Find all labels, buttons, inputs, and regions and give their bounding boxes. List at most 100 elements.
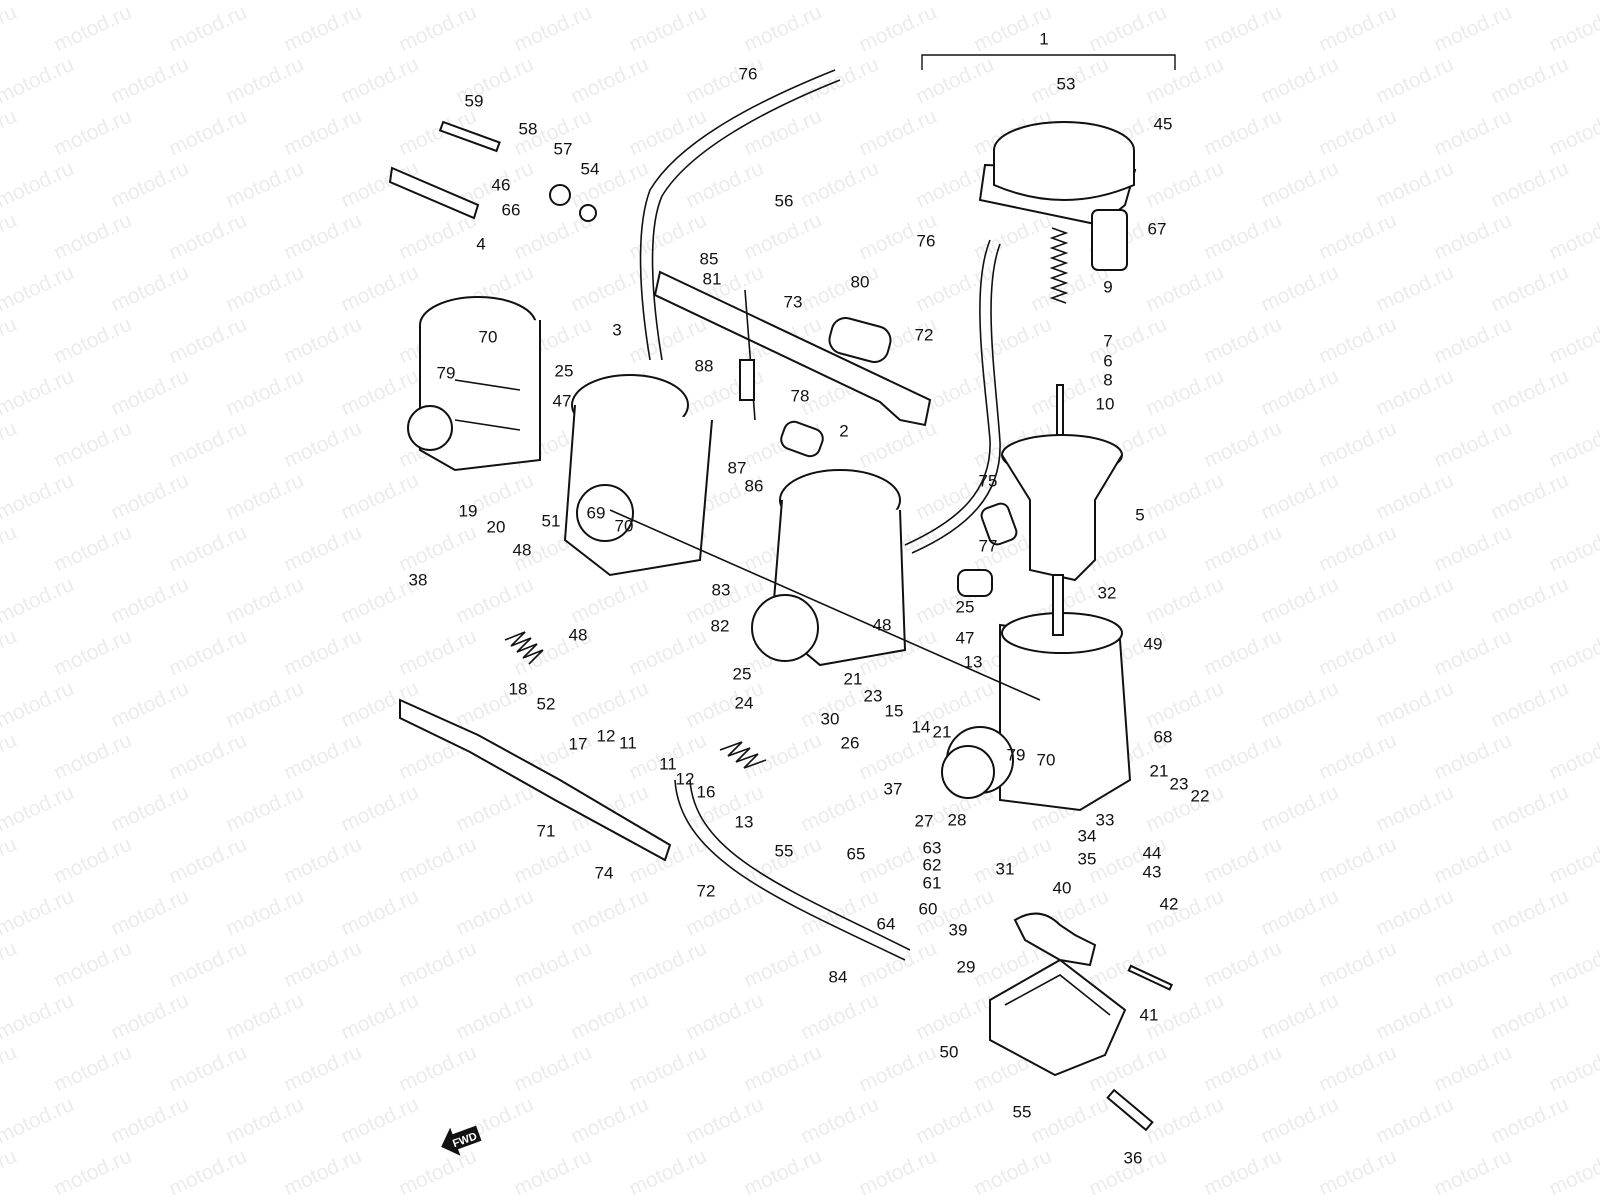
watermark-text: motod.ru <box>1257 989 1342 1045</box>
watermark-text: motod.ru <box>107 365 192 421</box>
part-callout-4: 4 <box>476 234 485 253</box>
watermark-text: motod.ru <box>855 937 940 993</box>
throttle-shaft <box>609 509 1041 701</box>
part-callout-50: 50 <box>940 1042 959 1061</box>
watermark-text: motod.ru <box>222 885 307 941</box>
throttle-cable-84 <box>674 779 906 961</box>
bracket-73 <box>653 270 932 427</box>
part-callout-45: 45 <box>1154 114 1173 133</box>
watermark-text: motod.ru <box>1430 417 1515 473</box>
watermark-text: motod.ru <box>1200 417 1285 473</box>
diaphragm-piston-5 <box>1001 434 1123 582</box>
watermark-text: motod.ru <box>165 1041 250 1097</box>
part-callout-21: 21 <box>844 669 863 688</box>
watermark-text: motod.ru <box>567 677 652 733</box>
watermark-text: motod.ru <box>222 781 307 837</box>
watermark-text: motod.ru <box>797 989 882 1045</box>
cap-54 <box>579 204 597 222</box>
watermark-text: motod.ru <box>0 833 20 889</box>
part-callout-55: 55 <box>1013 1102 1032 1121</box>
part-callout-51: 51 <box>542 511 561 530</box>
watermark-text: motod.ru <box>510 1145 595 1200</box>
part-callout-39: 39 <box>949 920 968 939</box>
watermark-text: motod.ru <box>1257 157 1342 213</box>
watermark-text: motod.ru <box>1487 1093 1572 1149</box>
part-callout-27: 27 <box>915 811 934 830</box>
watermark-text: motod.ru <box>740 1145 825 1200</box>
watermark-text: motod.ru <box>1200 1041 1285 1097</box>
part-callout-33: 33 <box>1096 810 1115 829</box>
watermark-text: motod.ru <box>50 1041 135 1097</box>
watermark-text: motod.ru <box>0 729 20 785</box>
watermark-text: motod.ru <box>1200 833 1285 889</box>
watermark-text: motod.ru <box>1315 209 1400 265</box>
watermark-text: motod.ru <box>855 1 940 57</box>
watermark-text: motod.ru <box>1430 1041 1515 1097</box>
watermark-text: motod.ru <box>1487 261 1572 317</box>
part-callout-47: 47 <box>553 391 572 410</box>
watermark-text: motod.ru <box>1545 105 1600 161</box>
watermark-text: motod.ru <box>1372 885 1457 941</box>
watermark-text: motod.ru <box>107 53 192 109</box>
watermark-text: motod.ru <box>1430 729 1515 785</box>
part-callout-1: 1 <box>1039 29 1048 48</box>
hose-78 <box>780 420 824 458</box>
nut-57 <box>549 184 571 206</box>
part-callout-70: 70 <box>615 516 634 535</box>
part-callout-49: 49 <box>1144 634 1163 653</box>
watermark-text: motod.ru <box>970 209 1055 265</box>
watermark-text: motod.ru <box>740 105 825 161</box>
carburetor-body-right <box>946 574 1132 812</box>
watermark-text: motod.ru <box>1085 521 1170 577</box>
watermark-text: motod.ru <box>452 989 537 1045</box>
part-callout-12: 12 <box>597 726 616 745</box>
part-callout-18: 18 <box>509 679 528 698</box>
part-callout-48: 48 <box>513 540 532 559</box>
watermark-text: motod.ru <box>280 625 365 681</box>
part-callout-57: 57 <box>554 139 573 158</box>
watermark-text: motod.ru <box>682 1093 767 1149</box>
part-callout-10: 10 <box>1096 394 1115 413</box>
watermark-text: motod.ru <box>625 1 710 57</box>
part-callout-12: 12 <box>676 769 695 788</box>
watermark-text: motod.ru <box>0 261 77 317</box>
watermark-text: motod.ru <box>1545 1145 1600 1200</box>
watermark-text: motod.ru <box>1430 105 1515 161</box>
watermark-text: motod.ru <box>970 1145 1055 1200</box>
watermark-text: motod.ru <box>0 209 20 265</box>
watermark-text: motod.ru <box>0 417 20 473</box>
watermark-text: motod.ru <box>280 521 365 577</box>
watermark-text: motod.ru <box>1257 261 1342 317</box>
part-callout-23: 23 <box>1170 774 1189 793</box>
watermark-text: motod.ru <box>1200 105 1285 161</box>
watermark-text: motod.ru <box>682 157 767 213</box>
watermark-text: motod.ru <box>1372 261 1457 317</box>
part-callout-70: 70 <box>479 327 498 346</box>
carburetor-body-3 <box>563 374 713 577</box>
float-bowl-29 <box>989 958 1127 1077</box>
watermark-text: motod.ru <box>280 209 365 265</box>
watermark-text: motod.ru <box>1085 313 1170 369</box>
part-callout-42: 42 <box>1160 894 1179 913</box>
watermark-text: motod.ru <box>625 105 710 161</box>
watermark-text: motod.ru <box>1372 677 1457 733</box>
watermark-text: motod.ru <box>797 1093 882 1149</box>
cap-75 <box>980 502 1018 546</box>
watermark-text: motod.ru <box>1257 53 1342 109</box>
part-callout-6: 6 <box>1103 351 1112 370</box>
watermark-text: motod.ru <box>1372 573 1457 629</box>
spring-13 <box>719 741 767 769</box>
watermark-text: motod.ru <box>1200 521 1285 577</box>
watermark-text: motod.ru <box>510 1041 595 1097</box>
watermark-text: motod.ru <box>222 365 307 421</box>
watermark-text: motod.ru <box>1257 677 1342 733</box>
part-callout-85: 85 <box>700 249 719 268</box>
part-callout-76: 76 <box>917 231 936 250</box>
watermark-text: motod.ru <box>0 105 20 161</box>
watermark-text: motod.ru <box>0 573 77 629</box>
watermark-text: motod.ru <box>1372 53 1457 109</box>
watermark-text: motod.ru <box>682 885 767 941</box>
watermark-text: motod.ru <box>395 833 480 889</box>
watermark-text: motod.ru <box>337 53 422 109</box>
watermark-text: motod.ru <box>50 1145 135 1200</box>
